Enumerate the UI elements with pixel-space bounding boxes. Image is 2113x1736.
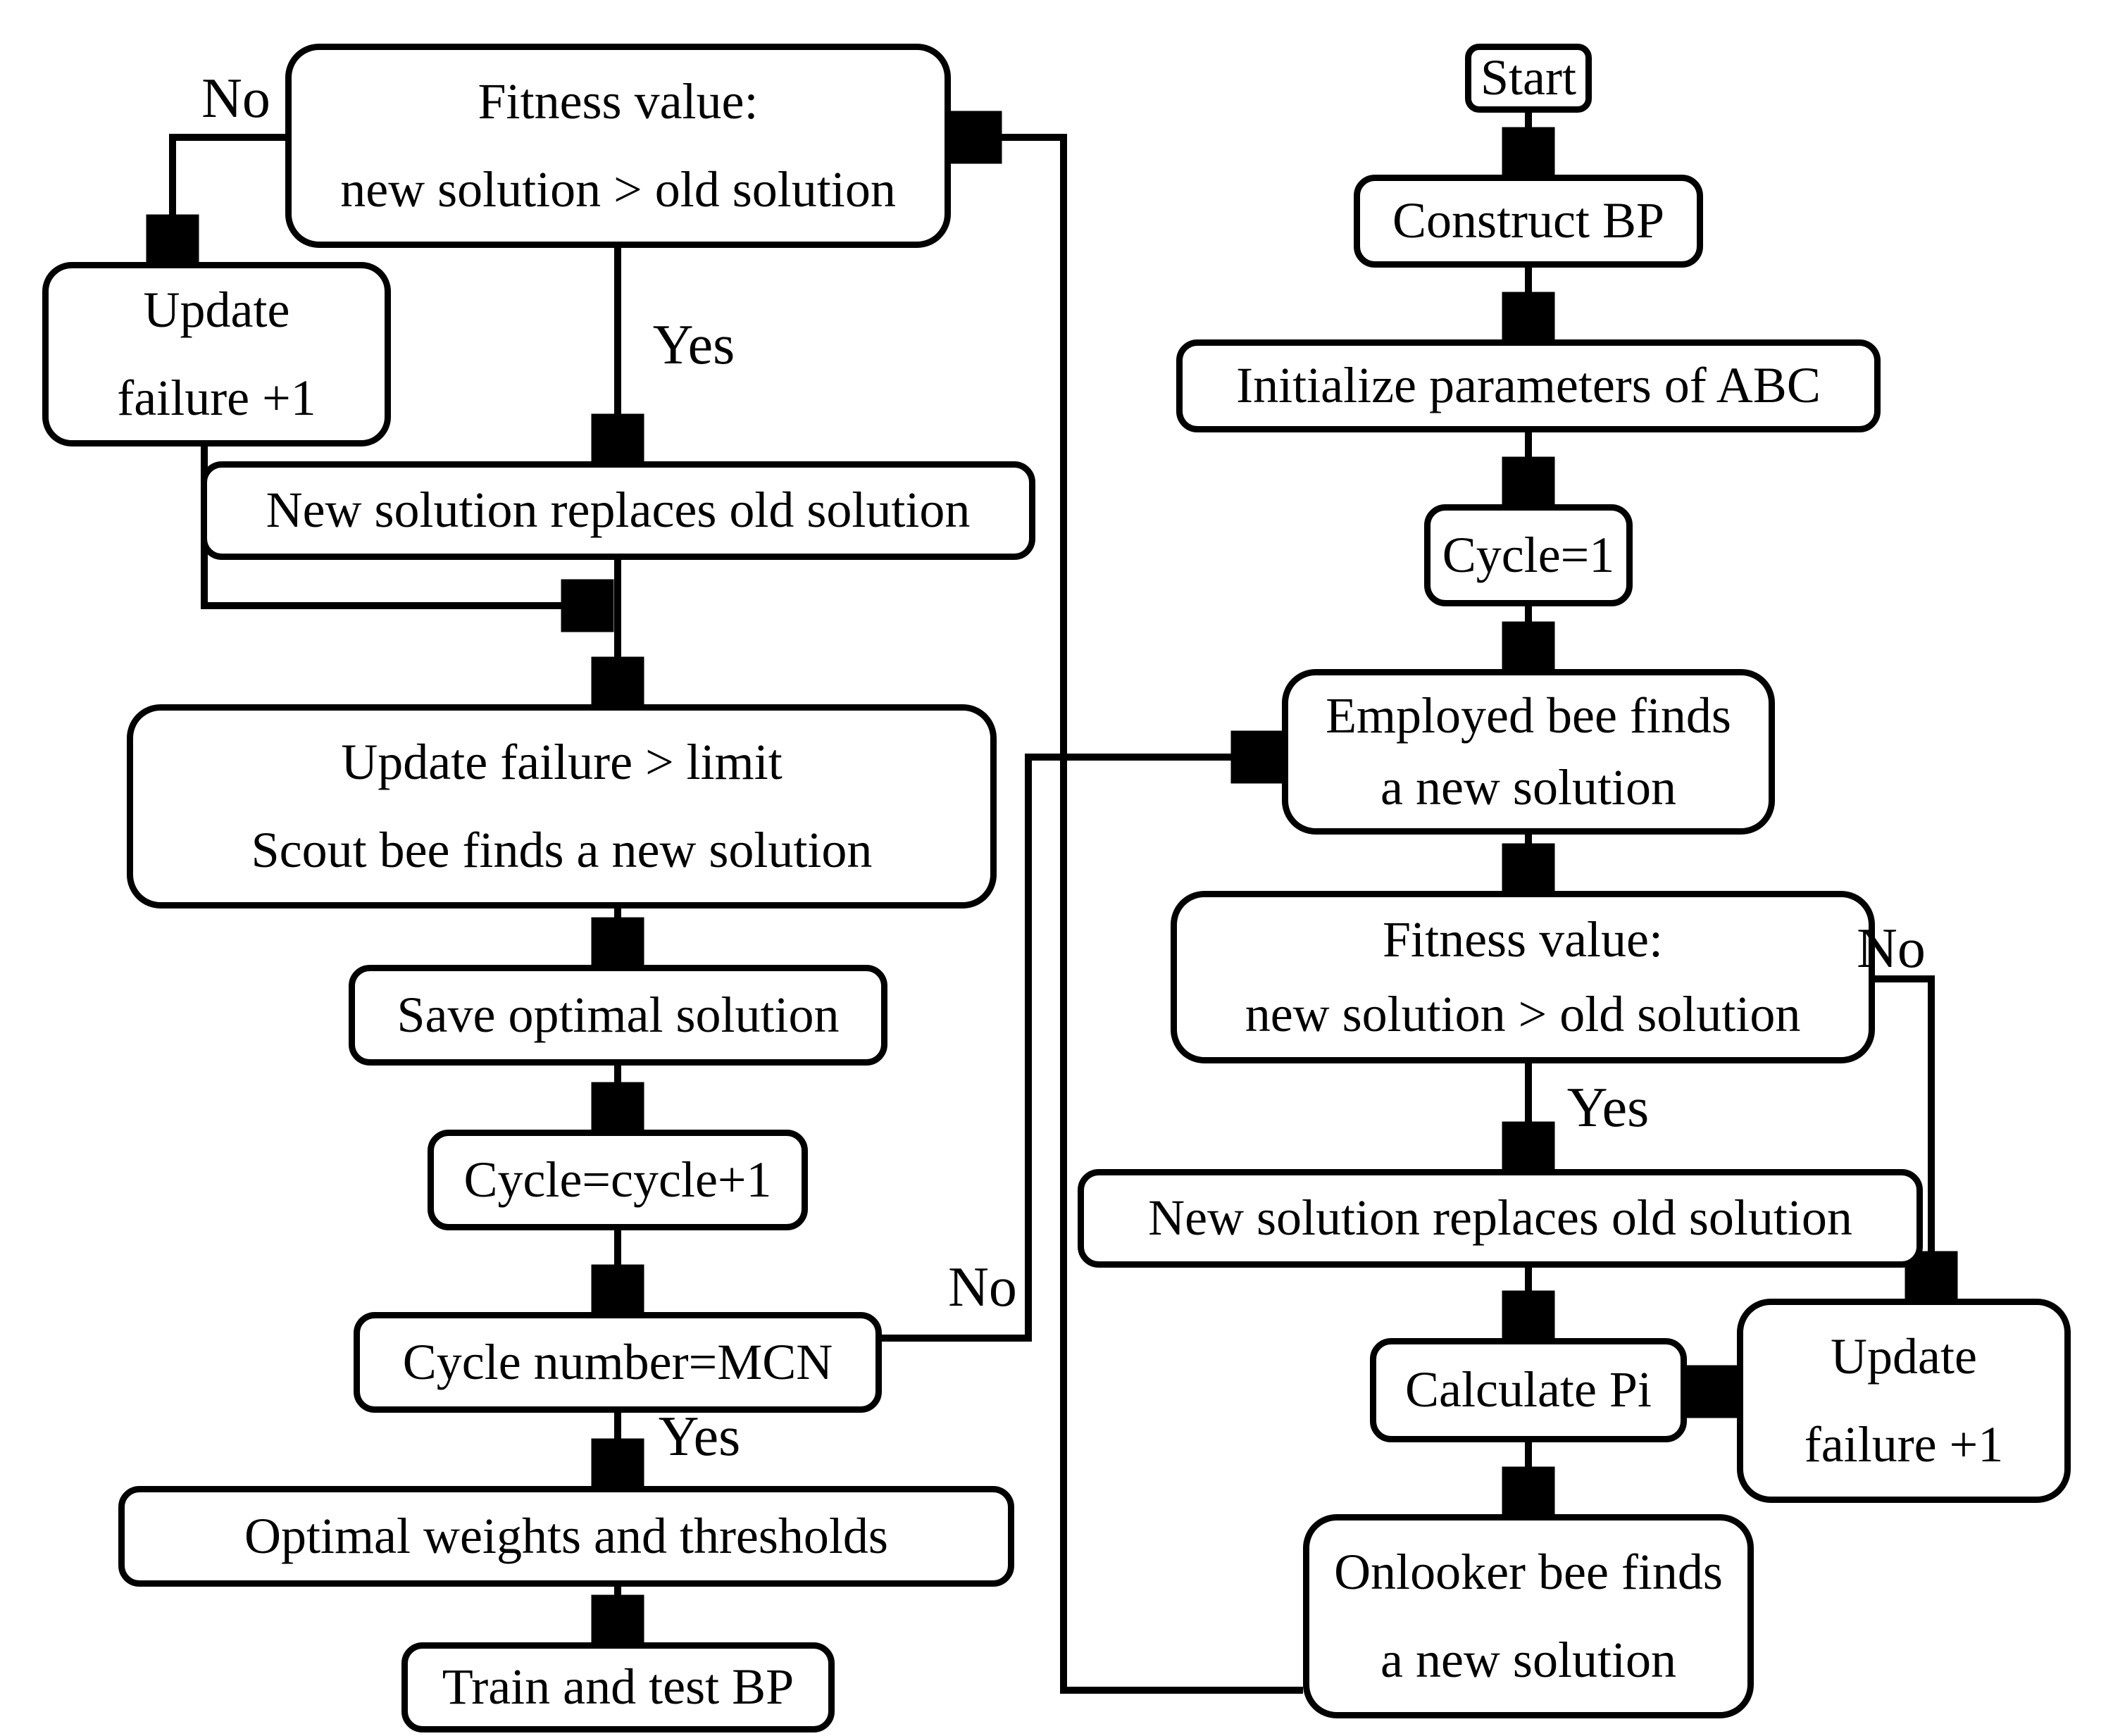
node-scout-bee: Update failure > limit Scout bee finds a… xyxy=(127,704,997,908)
node-new-solution-replaces-right: New solution replaces old solution xyxy=(1078,1169,1923,1268)
branch-label-no-mcn: No xyxy=(948,1256,1017,1318)
edge-fitness-right-no-to-update-failure xyxy=(1875,975,1931,1299)
node-text: Initialize parameters of ABC xyxy=(1236,357,1821,414)
node-text: Optimal weights and thresholds xyxy=(244,1507,888,1564)
edge-mcn-no-loopback-to-employed-bee xyxy=(882,757,1278,1342)
node-text: Save optimal solution xyxy=(397,986,840,1043)
node-employed-bee: Employed bee finds a new solution xyxy=(1282,669,1775,835)
node-text: Update xyxy=(1831,1328,1977,1385)
node-onlooker-bee: Onlooker bee finds a new solution xyxy=(1303,1514,1754,1718)
node-construct-bp: Construct BP xyxy=(1354,175,1703,268)
node-cycle-increment: Cycle=cycle+1 xyxy=(428,1130,808,1230)
node-text: Calculate Pi xyxy=(1405,1361,1652,1418)
branch-label-yes-fitness-left: Yes xyxy=(652,314,735,376)
node-cycle-number-mcn: Cycle number=MCN xyxy=(354,1312,882,1413)
node-text: failure +1 xyxy=(1804,1416,2004,1473)
node-text: Employed bee finds xyxy=(1326,687,1731,744)
node-text: Start xyxy=(1481,49,1576,106)
node-update-failure-right: Update failure +1 xyxy=(1737,1299,2071,1503)
node-text: Cycle=cycle+1 xyxy=(463,1151,772,1208)
node-calculate-pi: Calculate Pi xyxy=(1370,1338,1687,1442)
node-text: Cycle number=MCN xyxy=(402,1333,833,1390)
node-fitness-check-left: Fitness value: new solution > old soluti… xyxy=(285,44,951,248)
branch-label-yes-mcn: Yes xyxy=(658,1406,741,1468)
node-text: Update failure > limit xyxy=(341,733,783,790)
node-text: new solution > old solution xyxy=(340,161,896,218)
node-text: a new solution xyxy=(1380,1632,1676,1688)
node-start: Start xyxy=(1465,44,1592,113)
node-text: failure +1 xyxy=(117,370,316,426)
edge-fitness-left-no-to-update-failure xyxy=(173,134,285,262)
node-text: Fitness value: xyxy=(1383,911,1663,968)
node-text: new solution > old solution xyxy=(1245,985,1801,1042)
node-text: New solution replaces old solution xyxy=(1148,1189,1852,1247)
node-optimal-weights-thresholds: Optimal weights and thresholds xyxy=(118,1486,1014,1587)
branch-label-no-fitness-left: No xyxy=(201,68,270,130)
node-text: Onlooker bee finds xyxy=(1334,1543,1723,1600)
branch-label-yes-fitness-right: Yes xyxy=(1566,1077,1650,1139)
edge-onlooker-loopback-to-fitness-left xyxy=(954,137,1303,1694)
node-update-failure-left: Update failure +1 xyxy=(42,262,391,447)
node-text: New solution replaces old solution xyxy=(266,482,971,539)
node-text: Cycle=1 xyxy=(1442,526,1615,583)
node-fitness-check-right: Fitness value: new solution > old soluti… xyxy=(1171,891,1875,1063)
node-text: Update xyxy=(143,281,290,338)
node-new-solution-replaces-left: New solution replaces old solution xyxy=(201,461,1035,560)
branch-label-no-fitness-right: No xyxy=(1857,918,1926,980)
node-text: Construct BP xyxy=(1392,192,1665,249)
node-initialize-abc: Initialize parameters of ABC xyxy=(1176,339,1881,432)
node-text: Fitness value: xyxy=(478,73,759,130)
node-text: a new solution xyxy=(1380,758,1676,816)
node-save-optimal-solution: Save optimal solution xyxy=(349,965,887,1066)
node-text: Scout bee finds a new solution xyxy=(251,822,873,878)
node-text: Train and test BP xyxy=(442,1659,794,1716)
node-cycle-equals-1: Cycle=1 xyxy=(1424,504,1633,606)
node-train-test-bp: Train and test BP xyxy=(401,1642,835,1732)
